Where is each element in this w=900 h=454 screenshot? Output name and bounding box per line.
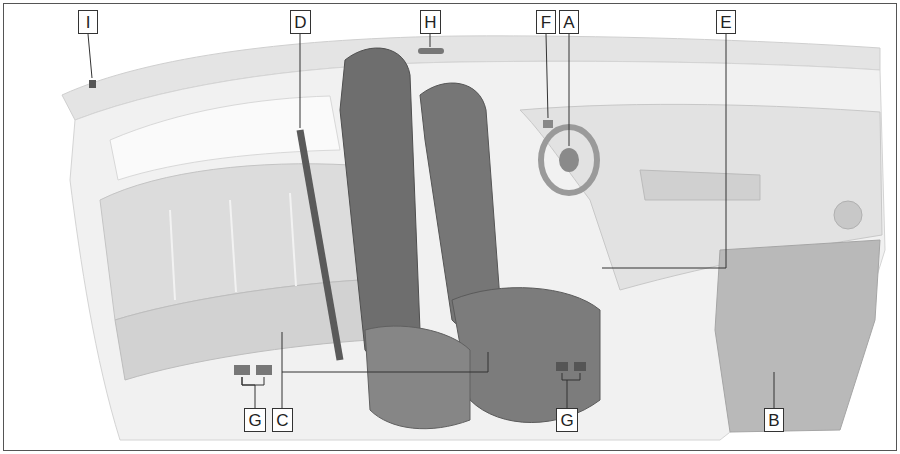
frame bbox=[4, 4, 897, 451]
leader-line bbox=[88, 34, 92, 78]
callout-box: F bbox=[536, 10, 556, 34]
leader-line bbox=[282, 352, 488, 372]
callout-box: H bbox=[420, 10, 441, 34]
knee-part bbox=[543, 120, 553, 128]
front-seat-back bbox=[340, 48, 420, 360]
callout-box: I bbox=[78, 10, 98, 34]
leader-line bbox=[282, 332, 283, 408]
callout-letter: G bbox=[560, 412, 573, 429]
leader-line bbox=[242, 377, 264, 385]
window-switch bbox=[234, 365, 250, 375]
leader-line bbox=[430, 34, 431, 47]
leader-line bbox=[569, 34, 570, 146]
callout-letter: I bbox=[86, 14, 91, 31]
callout-letter: D bbox=[294, 14, 306, 31]
airbag-sensor-mark bbox=[89, 80, 96, 88]
callout-box: G bbox=[556, 408, 578, 432]
leader-line bbox=[774, 372, 775, 408]
leader-line bbox=[567, 380, 568, 408]
callout-box: A bbox=[559, 10, 579, 34]
callout-letter: F bbox=[541, 14, 551, 31]
callout-letter: C bbox=[276, 412, 288, 429]
grab-handle bbox=[418, 48, 444, 54]
callout-letter: B bbox=[768, 412, 779, 429]
vent bbox=[834, 201, 862, 229]
center-console bbox=[640, 170, 760, 200]
window-switch bbox=[574, 362, 586, 371]
seat-belt bbox=[300, 130, 340, 360]
callout-letter: H bbox=[424, 14, 436, 31]
callout-box: D bbox=[290, 10, 311, 34]
callout-box: G bbox=[244, 408, 266, 432]
callout-box: B bbox=[764, 408, 784, 432]
callout-box: C bbox=[272, 408, 293, 432]
leader-line bbox=[300, 34, 301, 128]
callout-letter: E bbox=[720, 14, 731, 31]
leader-line bbox=[602, 34, 726, 268]
leader-line bbox=[562, 373, 580, 380]
front-seat-cushion bbox=[452, 288, 600, 423]
callout-letter: A bbox=[563, 14, 574, 31]
front-seat-cushion bbox=[365, 326, 470, 429]
floor-mat bbox=[715, 240, 880, 432]
callout-box: E bbox=[716, 10, 736, 34]
cabin-shell bbox=[70, 61, 885, 440]
callout-letter: G bbox=[248, 412, 261, 429]
leader-line bbox=[546, 34, 548, 118]
leader-lines bbox=[88, 34, 774, 408]
steering-hub bbox=[559, 148, 579, 172]
window-switch bbox=[556, 362, 568, 371]
window-switch bbox=[256, 365, 272, 375]
seat-stitching bbox=[170, 193, 296, 300]
leader-line bbox=[242, 377, 255, 408]
